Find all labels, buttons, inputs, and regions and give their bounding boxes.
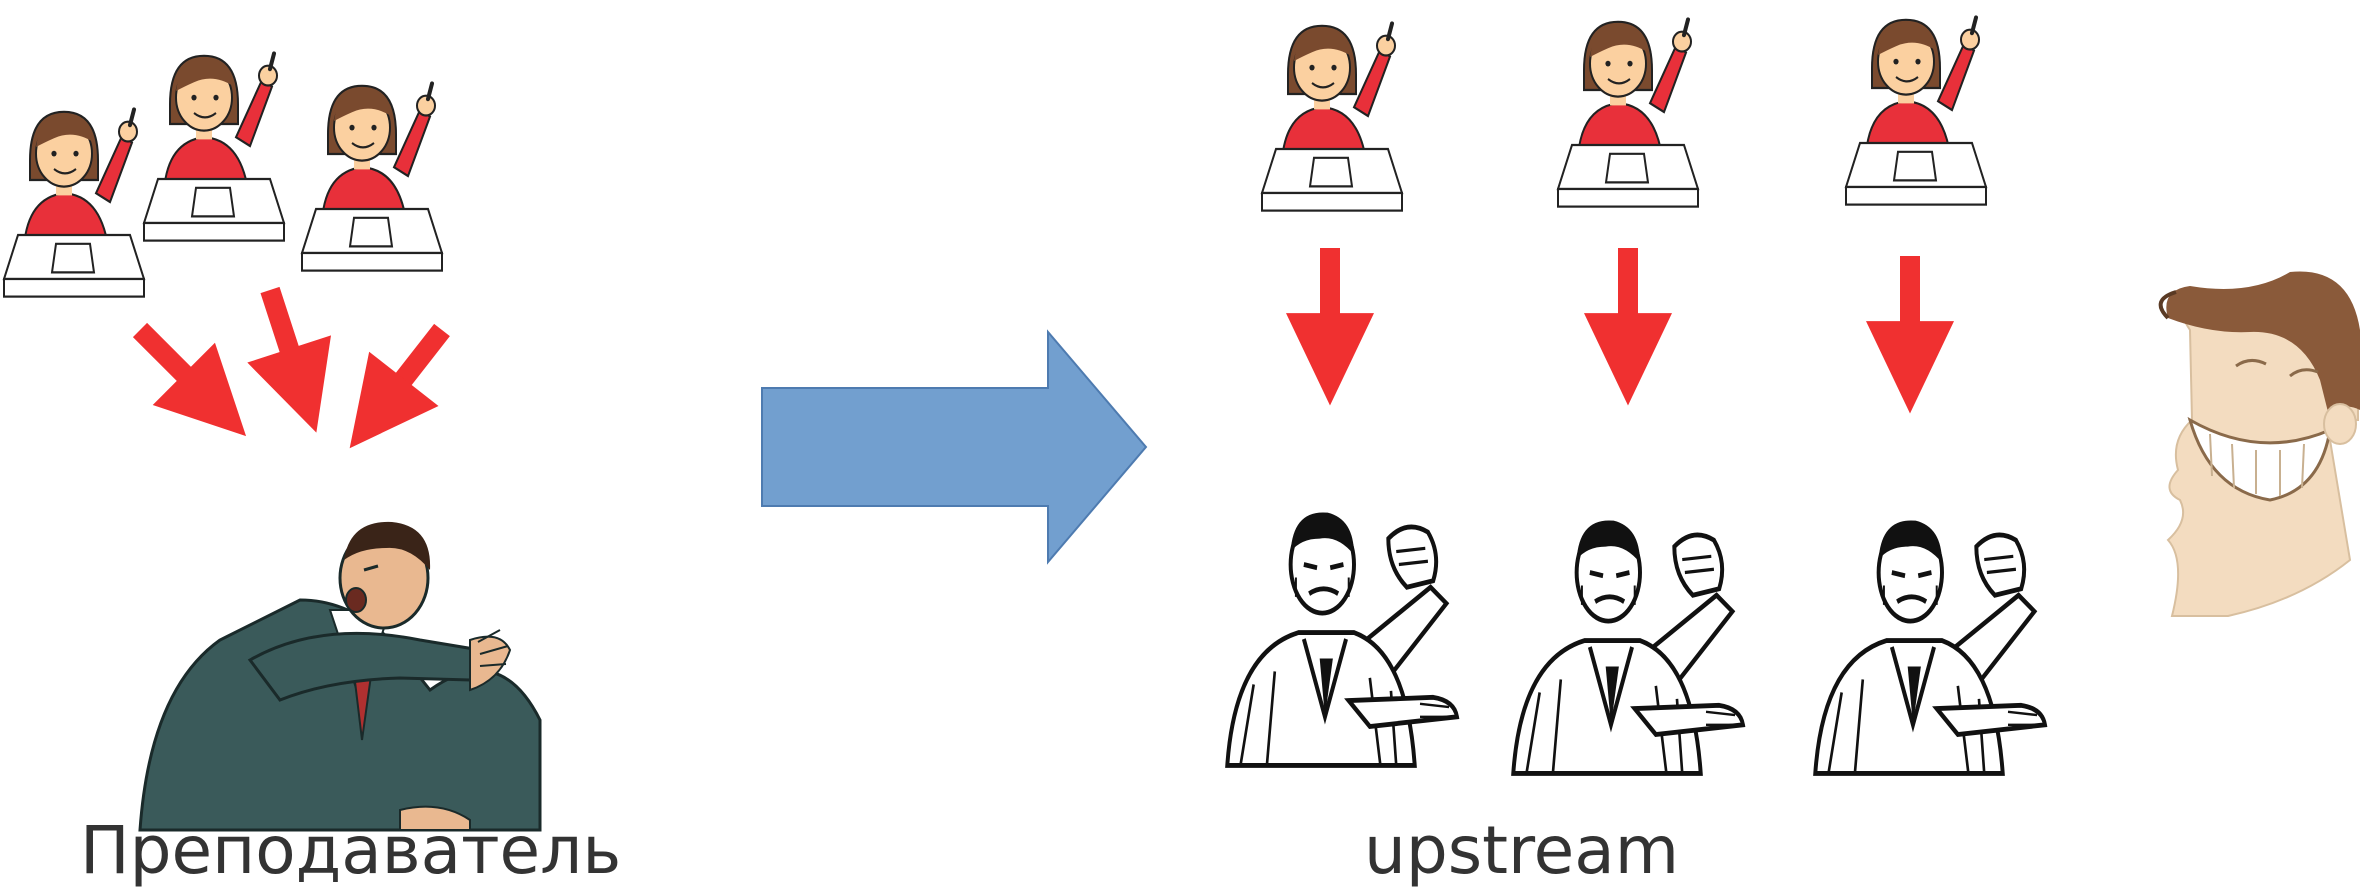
right-group [1227,18,2360,774]
student-figure [302,84,442,271]
transition-arrow [761,329,1148,565]
red-arrow [1866,256,1954,414]
left-group [4,54,542,832]
overwhelmed-teacher-figure [138,521,542,832]
upstream-maintainer-figure [1513,520,1743,773]
red-arrow [228,276,359,447]
student-figure [144,54,284,241]
red-arrow [1584,248,1672,406]
red-arrow [1286,248,1374,406]
smiling-face-figure [2158,271,2360,617]
caption-teacher: Преподаватель [80,812,622,889]
red-arrow [314,302,477,476]
student-figure [1262,24,1402,211]
red-arrow [108,298,278,468]
upstream-maintainer-figure [1227,512,1457,765]
student-figure [1558,20,1698,207]
caption-upstream: upstream [1364,812,1680,889]
student-figure [1846,18,1986,205]
student-figure [4,110,144,297]
upstream-maintainer-figure [1815,520,2045,773]
